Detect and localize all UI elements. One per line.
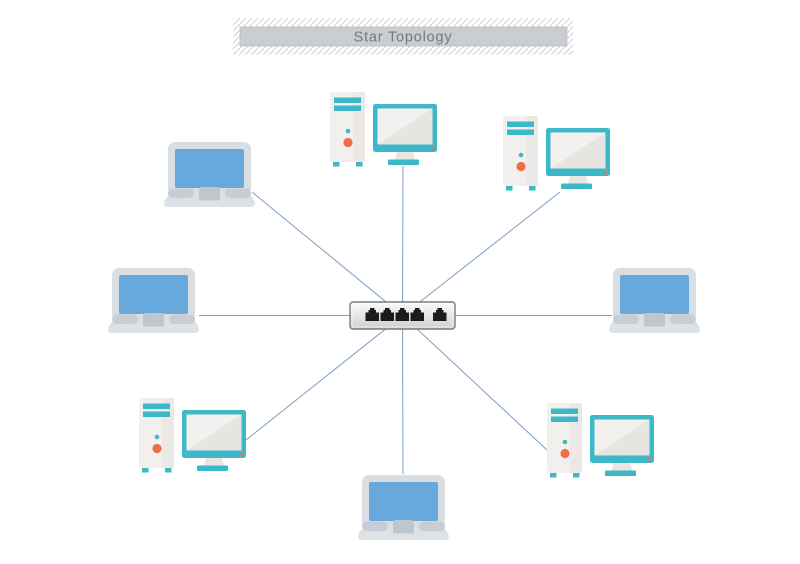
node-pc-bottom-right[interactable] [547,403,654,478]
node-pc-top[interactable] [330,92,437,167]
node-pc-bottom-left[interactable] [139,398,246,473]
connection-lines [199,165,612,475]
connection-line-pc-top[interactable] [402,165,404,316]
node-pc-top-right[interactable] [503,116,610,191]
connection-line-laptop-top-left[interactable] [251,191,403,316]
connection-line-pc-bottom-right[interactable] [402,315,548,451]
node-laptop-left[interactable] [108,268,199,333]
connection-line-pc-top-right[interactable] [402,191,561,316]
diagram-title: Star Topology [354,30,453,46]
switch-bevel [351,303,454,328]
connection-line-laptop-bottom[interactable] [402,315,404,475]
connection-line-pc-bottom-left[interactable] [245,315,403,441]
title-banner[interactable]: Star Topology [233,18,573,55]
node-laptop-top-left[interactable] [164,142,255,207]
network-switch[interactable] [349,301,456,330]
node-laptop-bottom[interactable] [358,475,449,540]
banner-hatch-border [233,18,573,55]
node-laptop-right[interactable] [609,268,700,333]
